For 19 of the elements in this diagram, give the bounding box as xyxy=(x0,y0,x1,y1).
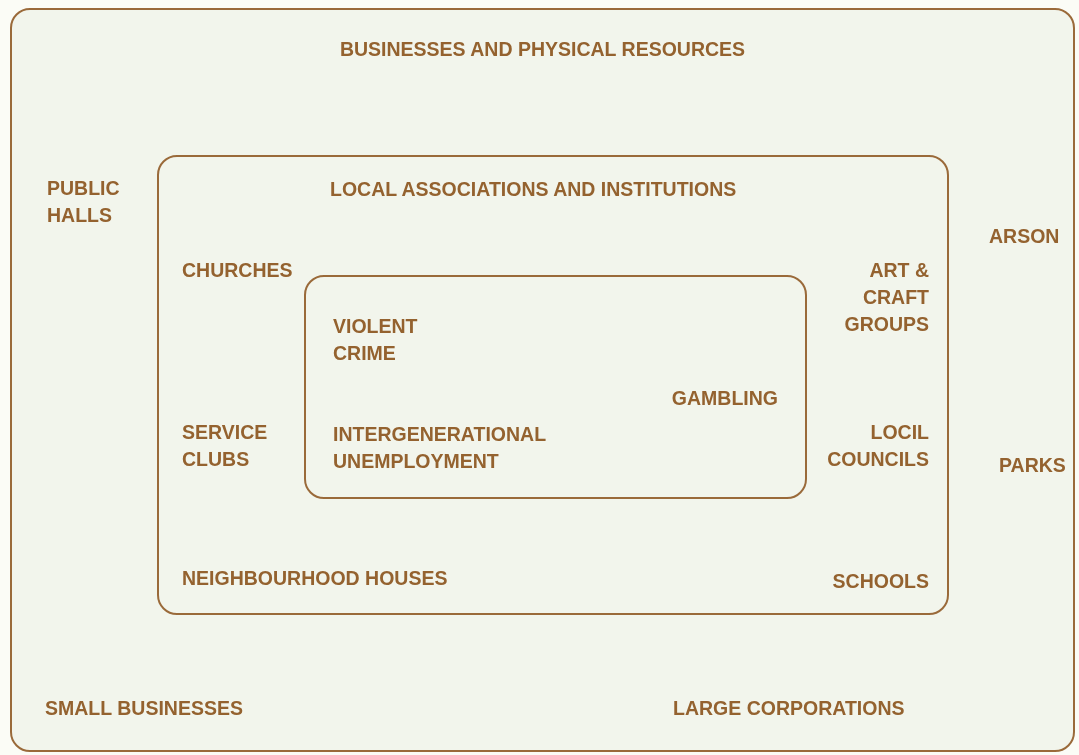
region-box xyxy=(157,155,949,615)
item-label: SERVICE CLUBS xyxy=(182,420,269,472)
region-box xyxy=(304,275,807,499)
item-label: CHURCHES xyxy=(182,258,293,283)
item-label: LARGE CORPORATIONS xyxy=(673,696,905,721)
item-label: NEIGHBOURHOOD HOUSES xyxy=(182,566,448,591)
region-box xyxy=(10,8,1075,752)
item-label: ART & CRAFT GROUPS xyxy=(843,258,929,337)
region-heading: LOCAL ASSOCIATIONS AND INSTITUTIONS xyxy=(330,177,737,202)
item-label: ARSON xyxy=(989,224,1060,249)
item-label: PARKS xyxy=(999,453,1066,478)
item-label: SCHOOLS xyxy=(832,569,929,594)
item-label: INTERGENERATIONAL UNEMPLOYMENT xyxy=(333,422,547,474)
item-label: SMALL BUSINESSES xyxy=(45,696,243,721)
region-heading: BUSINESSES AND PHYSICAL RESOURCES xyxy=(339,37,746,62)
item-label: LOCIL COUNCILS xyxy=(826,420,929,472)
item-label: GAMBLING xyxy=(671,386,778,411)
region-heading: VIOLENT CRIME xyxy=(333,314,419,366)
item-label: PUBLIC HALLS xyxy=(47,176,121,228)
